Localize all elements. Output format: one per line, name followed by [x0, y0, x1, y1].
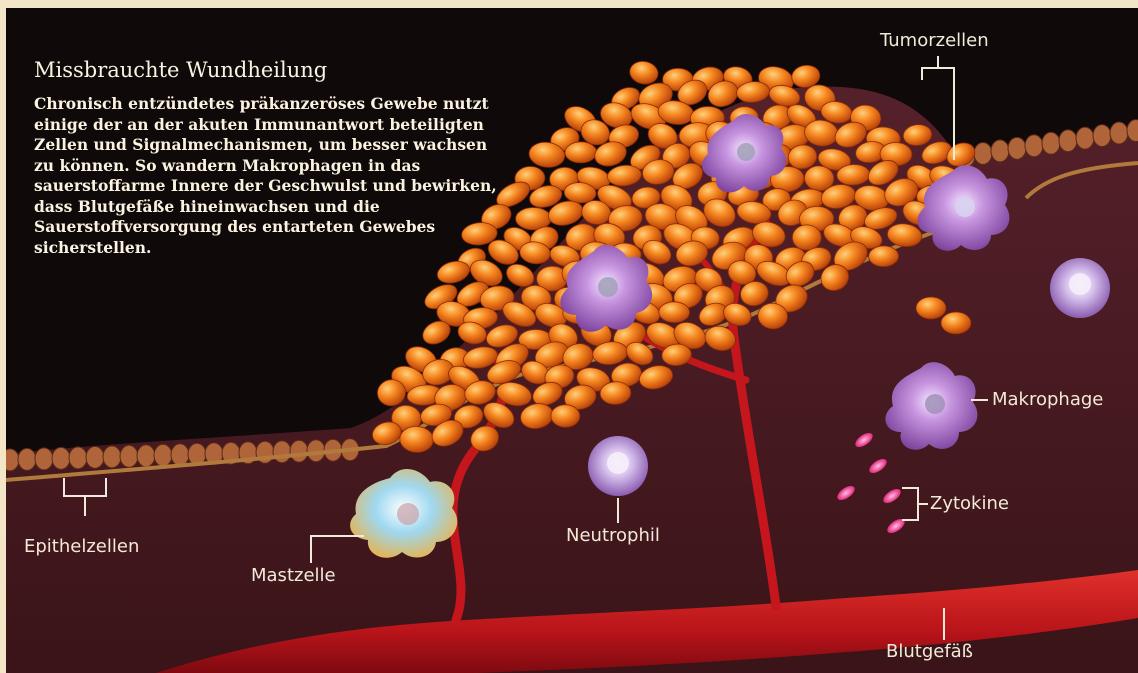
epithelial-cell	[1042, 132, 1060, 154]
epithelial-cell	[103, 446, 121, 468]
tumor-cell	[551, 404, 580, 427]
tumor-cell	[941, 312, 971, 334]
epithelial-cell	[1076, 127, 1094, 149]
epithelial-cell	[273, 441, 291, 463]
tumor-cell	[565, 142, 597, 164]
epithelial-cell	[154, 444, 172, 466]
description: Chronisch entzündetes präkanzeröses Gewe…	[34, 94, 504, 258]
epithelial-cell	[137, 445, 155, 467]
tumor-cell	[659, 302, 690, 323]
epithelial-cell	[18, 448, 36, 470]
label-tumor-cells: Tumorzellen	[880, 30, 989, 51]
label-cytokines: Zytokine	[930, 493, 1009, 514]
label-macrophage: Makrophage	[992, 389, 1103, 410]
heading: Missbrauchte Wundheilung	[34, 58, 327, 82]
epithelial-cell	[171, 444, 189, 466]
epithelial-cell	[86, 446, 104, 468]
epithelial-cell	[120, 445, 138, 467]
epithelial-cell	[974, 142, 992, 164]
epithelial-cell	[35, 448, 53, 470]
epithelial-cell	[991, 140, 1009, 162]
epithelial-cell	[6, 449, 19, 471]
right-white-cell	[1050, 258, 1110, 318]
epithelial-cell	[69, 447, 87, 469]
epithelial-cell	[52, 447, 70, 469]
illustration-panel: Missbrauchte Wundheilung Chronisch entzü…	[6, 8, 1138, 673]
label-epithelial-cells: Epithelzellen	[24, 536, 139, 557]
tumor-cell	[916, 297, 946, 319]
epithelial-cell	[290, 440, 308, 462]
tumor-cell	[628, 59, 660, 86]
tumor-cell	[868, 246, 898, 267]
label-blood-vessel: Blutgefäß	[886, 641, 973, 662]
neutrophil-cell	[588, 436, 648, 496]
label-neutrophil: Neutrophil	[566, 525, 660, 546]
tumor-cell	[792, 225, 821, 250]
epithelial-cell	[1059, 130, 1077, 152]
epithelial-cell	[1025, 135, 1043, 157]
epithelial-cell	[1008, 137, 1026, 159]
epithelial-cell	[1093, 125, 1111, 147]
label-mast-cell: Mastzelle	[251, 565, 336, 586]
epithelial-cell	[1110, 122, 1128, 144]
